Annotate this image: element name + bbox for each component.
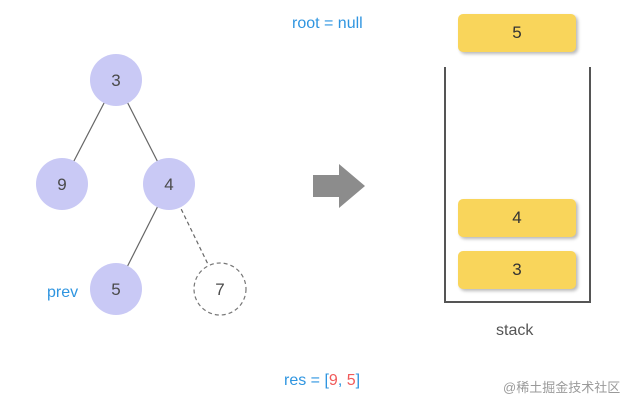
tree-node-9 [36,158,88,210]
result-value-2: 5 [346,372,356,389]
result-suffix: ] [355,372,361,389]
popped-block: 5 [458,14,576,52]
stack-left-wall [444,67,446,302]
tree-node-5 [90,263,142,315]
tree-node-5-label: 5 [111,280,120,299]
tree-node-9-label: 9 [57,175,66,194]
stack-item-3: 3 [458,251,576,289]
prev-label: prev [47,284,78,301]
tree-node-7-null [193,262,247,316]
tree-node-4-label: 4 [164,175,173,194]
tree-node-4 [143,158,195,210]
stack-item-4: 4 [458,199,576,237]
result-line: res = [9, 5] [284,372,360,390]
right-arrow-icon [313,164,365,208]
root-status: root = null [292,15,363,32]
stack-right-wall [589,67,591,302]
result-prefix: res = [ [284,372,329,389]
stack-bottom-wall [444,301,591,303]
watermark: @稀土掘金技术社区 [503,380,621,395]
tree-node-3 [90,54,142,106]
result-separator: , [337,372,347,389]
tree-node-7-label: 7 [215,280,224,299]
edge-4-7-dashed [168,183,221,290]
tree-node-3-label: 3 [111,71,120,90]
stack-label: stack [496,322,534,339]
result-value-1: 9 [328,372,338,389]
